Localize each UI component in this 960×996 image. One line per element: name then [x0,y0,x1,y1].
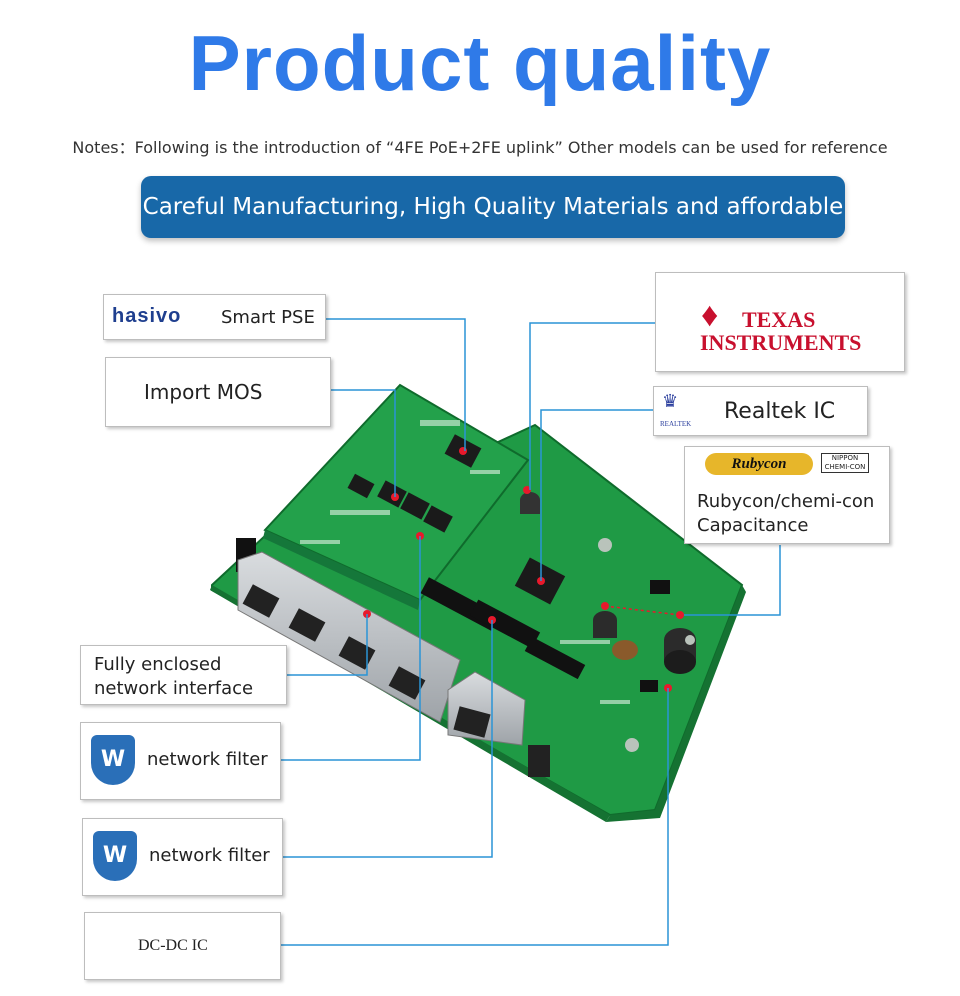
ti-line1: TEXAS [742,307,816,332]
callout-smart-pse: hasivo Smart PSE [103,294,326,340]
rubycon-line1: Rubycon/chemi-con [697,491,875,512]
smart-pse-label: Smart PSE [221,307,315,328]
callout-texas-instruments: ♦ TEXAS INSTRUMENTS [655,272,905,372]
rubycon-line2: Capacitance [697,515,809,536]
import-mos-label: Import MOS [144,380,263,404]
callout-network-filter-2: W network filter [82,818,283,896]
chemicon-logo: NIPPON CHEMI-CON [821,453,869,473]
callout-rubycon: Rubycon NIPPON CHEMI-CON Rubycon/chemi-c… [684,446,890,544]
shield-icon: W [93,831,137,881]
callout-import-mos: Import MOS [105,357,331,427]
callout-realtek: ♛ REALTEK Realtek IC [653,386,868,436]
page-title: Product quality [188,19,772,107]
network-filter-label-1: network filter [147,749,268,770]
banner-text: Careful Manufacturing, High Quality Mate… [142,194,844,220]
notes-text: Notes：Following is the introduction of “… [72,138,888,157]
shield-icon: W [91,735,135,785]
realtek-label: Realtek IC [724,399,836,424]
enclosed-line1: Fully enclosed [94,654,222,675]
callout-dcdc-ic: DC-DC IC [84,912,281,980]
dcdc-label: DC-DC IC [138,937,208,954]
realtek-logo-icon: ♛ [662,391,679,412]
banner: Careful Manufacturing, High Quality Mate… [141,176,845,238]
callout-enclosed-interface: Fully enclosed network interface [80,645,287,705]
callout-network-filter-1: W network filter [80,722,281,800]
ti-line2: INSTRUMENTS [700,330,862,355]
rubycon-logo: Rubycon [705,453,813,475]
ti-logo-icon: ♦ [701,297,719,334]
hasivo-logo: hasivo [112,305,182,327]
network-filter-label-2: network filter [149,845,270,866]
enclosed-line2: network interface [94,678,254,699]
realtek-logo-text: REALTEK [660,420,692,428]
